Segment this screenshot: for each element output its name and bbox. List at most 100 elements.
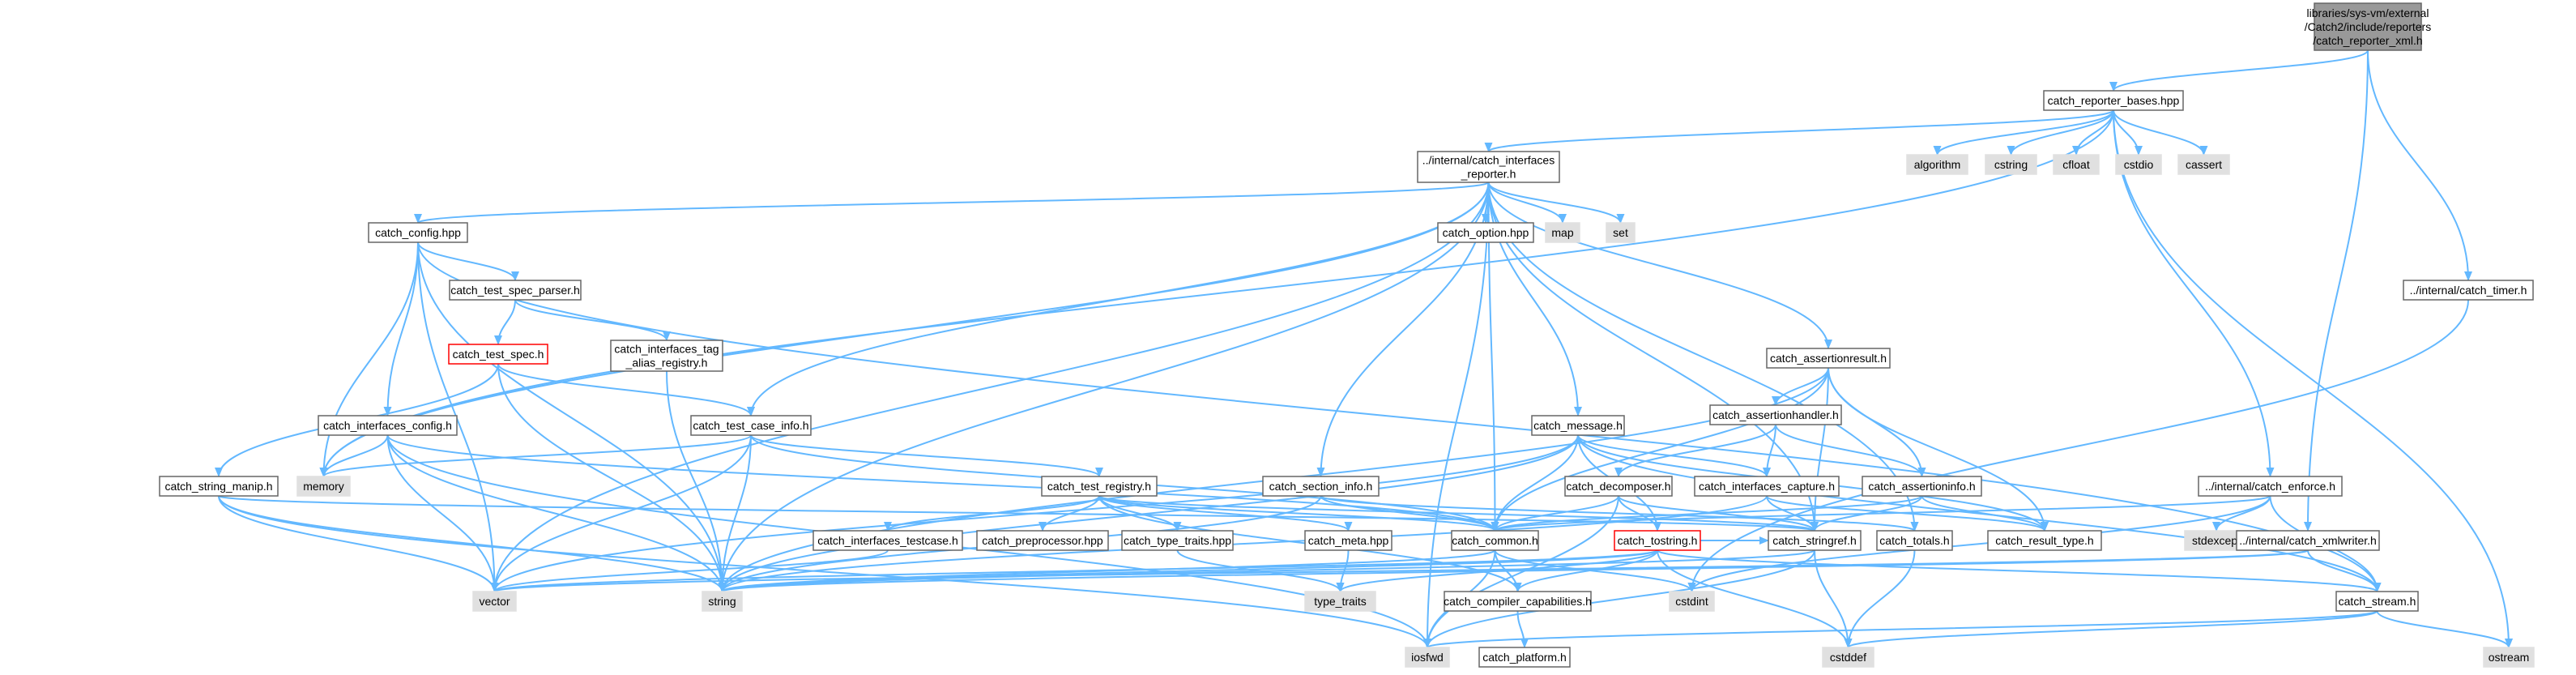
node-bases-label: catch_reporter_bases.hpp: [2048, 94, 2180, 107]
edge-config-to-specparser: [417, 241, 519, 281]
edge-config-to-memory: [319, 241, 419, 477]
node-iosfwd: iosfwd: [1405, 647, 1450, 668]
node-option[interactable]: catch_option.hpp: [1437, 222, 1534, 243]
edge-bases-to-ostream: [2113, 109, 2513, 648]
edge-compilercaps-to-platform: [1516, 610, 1529, 648]
node-tagalias[interactable]: catch_interfaces_tag_alias_registry.h: [610, 340, 723, 372]
edge-ireporter-to-stringref: [1487, 182, 1819, 532]
node-stream-box: [2335, 591, 2419, 612]
edge-decomposer-to-tostring: [1618, 495, 1661, 532]
node-specparser[interactable]: catch_test_spec_parser.h: [449, 280, 582, 301]
node-xmlwriter[interactable]: ../internal/catch_xmlwriter.h: [2236, 530, 2380, 551]
node-root-label: libraries/sys-vm/external: [2307, 6, 2429, 19]
node-memory-box: [296, 476, 351, 497]
node-set-label: set: [1613, 226, 1628, 239]
edge-stringref-to-string: [719, 549, 1815, 592]
node-assertionhandler[interactable]: catch_assertionhandler.h: [1709, 404, 1842, 425]
edge-sectioninfo-to-totals: [1320, 495, 1919, 532]
node-ireporter[interactable]: ../internal/catch_interfaces_reporter.h: [1417, 151, 1560, 183]
node-itestcase[interactable]: catch_interfaces_testcase.h: [812, 530, 963, 551]
node-stringmanip[interactable]: catch_string_manip.h: [159, 476, 279, 497]
edge-tostring-to-compilercaps: [1513, 549, 1658, 592]
node-assertioninfo[interactable]: catch_assertioninfo.h: [1862, 476, 1982, 497]
node-sectioninfo-box: [1262, 476, 1380, 497]
edge-iconfig-to-string: [386, 434, 727, 592]
node-specparser-label: catch_test_spec_parser.h: [450, 284, 580, 297]
node-testspec[interactable]: catch_test_spec.h: [448, 344, 548, 365]
node-icapture[interactable]: catch_interfaces_capture.h: [1694, 476, 1840, 497]
node-assertionresult[interactable]: catch_assertionresult.h: [1766, 348, 1891, 369]
node-stream[interactable]: catch_stream.h: [2335, 591, 2419, 612]
node-testregistry[interactable]: catch_test_registry.h: [1041, 476, 1158, 497]
node-totals[interactable]: catch_totals.h: [1876, 530, 1953, 551]
node-cassert-label: cassert: [2186, 158, 2222, 171]
node-compilercaps[interactable]: catch_compiler_capabilities.h: [1444, 591, 1592, 612]
edge-tostring-to-vector: [491, 549, 1658, 592]
node-root-box: [2314, 2, 2422, 51]
edge-stream-to-iosfwd: [1423, 610, 2378, 648]
node-compilercaps-box: [1444, 591, 1592, 612]
node-cstdio: cstdio: [2115, 154, 2162, 175]
node-cstdint-label: cstdint: [1675, 595, 1708, 608]
node-stringref[interactable]: catch_stringref.h: [1768, 530, 1862, 551]
node-cfloat-label: cfloat: [2062, 158, 2090, 171]
node-set-box: [1606, 222, 1636, 243]
node-config-box: [368, 222, 468, 243]
node-map-label: map: [1551, 226, 1573, 239]
node-sectioninfo[interactable]: catch_section_info.h: [1262, 476, 1380, 497]
node-typetraitshpp[interactable]: catch_type_traits.hpp: [1121, 530, 1234, 551]
edge-testcaseinfo-to-vector: [490, 434, 752, 592]
edge-testcaseinfo-to-memory: [319, 434, 752, 477]
node-cstring: cstring: [1985, 154, 2037, 175]
node-resulttype[interactable]: catch_result_type.h: [1987, 530, 2102, 551]
node-config[interactable]: catch_config.hpp: [368, 222, 468, 243]
edge-assertionhandler-to-assertioninfo: [1775, 424, 1926, 477]
node-ireporter-label: _reporter.h: [1461, 168, 1516, 181]
edge-bases-to-memory: [319, 109, 2114, 477]
node-tostring[interactable]: catch_tostring.h: [1614, 530, 1701, 551]
node-iconfig[interactable]: catch_interfaces_config.h: [318, 415, 458, 436]
node-tostring-label: catch_tostring.h: [1618, 534, 1698, 547]
node-icapture-box: [1694, 476, 1840, 497]
node-cfloat-box: [2053, 154, 2100, 175]
node-timer[interactable]: ../internal/catch_timer.h: [2403, 280, 2534, 301]
node-assertionhandler-label: catch_assertionhandler.h: [1712, 408, 1839, 421]
node-testspec-label: catch_test_spec.h: [453, 348, 544, 361]
node-stringref-label: catch_stringref.h: [1772, 534, 1857, 547]
edge-tostring-to-cstddef: [1657, 549, 1853, 648]
node-root-label: /catch_reporter_xml.h: [2313, 34, 2422, 47]
edge-ireporter-to-set: [1487, 182, 1625, 224]
node-cstddef-label: cstddef: [1830, 651, 1866, 664]
edge-stringref-to-cstddef: [1814, 549, 1853, 648]
node-cstddef: cstddef: [1822, 647, 1874, 668]
node-platform[interactable]: catch_platform.h: [1478, 647, 1571, 668]
edge-stringmanip-to-vector: [218, 495, 499, 592]
node-vector-box: [472, 591, 517, 612]
node-testcaseinfo[interactable]: catch_test_case_info.h: [690, 415, 812, 436]
node-common[interactable]: catch_common.h: [1451, 530, 1539, 551]
node-stream-label: catch_stream.h: [2339, 595, 2416, 608]
node-assertionresult-label: catch_assertionresult.h: [1770, 352, 1887, 365]
node-meta[interactable]: catch_meta.hpp: [1304, 530, 1392, 551]
node-tagalias-box: [610, 340, 723, 372]
edge-config-to-string: [417, 241, 727, 592]
node-message-box: [1531, 415, 1625, 436]
node-set: set: [1606, 222, 1636, 243]
node-memory-label: memory: [303, 480, 344, 493]
node-platform-box: [1478, 647, 1571, 668]
edge-ireporter-to-assertionresult: [1487, 182, 1832, 349]
node-decomposer[interactable]: catch_decomposer.h: [1564, 476, 1673, 497]
edge-ireporter-to-totals: [1487, 182, 1919, 532]
node-message[interactable]: catch_message.h: [1531, 415, 1625, 436]
edge-assertioninfo-to-resulttype: [1921, 495, 2049, 532]
node-root[interactable]: libraries/sys-vm/external/Catch2/include…: [2305, 2, 2431, 51]
node-iconfig-box: [318, 415, 458, 436]
node-bases[interactable]: catch_reporter_bases.hpp: [2043, 90, 2184, 111]
edge-ireporter-to-message: [1487, 182, 1582, 417]
node-preprocessor[interactable]: catch_preprocessor.hpp: [976, 530, 1109, 551]
node-cstdint-box: [1669, 591, 1715, 612]
node-layer: libraries/sys-vm/external/Catch2/include…: [159, 2, 2535, 668]
node-enforce[interactable]: ../internal/catch_enforce.h: [2198, 476, 2343, 497]
node-typetraitshpp-box: [1121, 530, 1234, 551]
node-cstdint: cstdint: [1669, 591, 1715, 612]
